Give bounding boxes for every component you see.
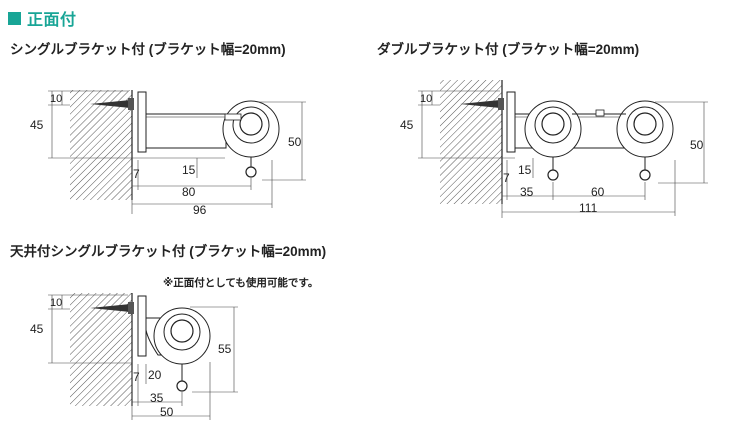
runner-hook-icon — [547, 169, 559, 181]
screw-icon — [460, 98, 504, 110]
single-bracket-title: シングルブラケット付 (ブラケット幅=20mm) — [10, 42, 286, 57]
screw-icon — [90, 98, 134, 110]
dim-label-35: 35 — [520, 185, 534, 199]
dim-label-7: 7 — [503, 171, 510, 185]
dim-label-35: 35 — [150, 391, 164, 405]
section-header: 正面付 — [8, 6, 77, 30]
ceiling-bracket-title: 天井付シングルブラケット付 (ブラケット幅=20mm) — [10, 244, 327, 259]
single-bracket-figure: 10 45 50 15 7 80 96 — [30, 90, 306, 217]
runner-hook-icon — [176, 380, 188, 392]
section-marker-square — [8, 11, 21, 25]
runner-hook-icon — [245, 166, 257, 178]
dim-label-55: 55 — [218, 342, 232, 356]
dim-label-15: 15 — [182, 163, 196, 177]
dim-label-15: 15 — [518, 163, 532, 177]
ceiling-usage-note: ※正面付としても使用可能です。 — [163, 277, 319, 289]
dim-label-7: 7 — [133, 167, 140, 181]
dim-label-10: 10 — [420, 93, 432, 105]
screw-icon — [90, 302, 134, 314]
double-bracket-title: ダブルブラケット付 (ブラケット幅=20mm) — [377, 42, 640, 57]
wall-hatch — [70, 90, 132, 200]
dim-label-50: 50 — [288, 135, 302, 149]
dim-label-111: 111 — [579, 201, 598, 215]
dim-label-50: 50 — [690, 138, 704, 152]
wall-hatch — [440, 80, 502, 204]
dim-label-10: 10 — [50, 93, 62, 105]
runner-hook-icon — [639, 169, 651, 181]
dim-label-60: 60 — [591, 185, 605, 199]
double-bracket-figure: 10 45 50 15 7 35 60 111 — [400, 80, 708, 218]
ceiling-bracket-figure: 10 45 55 7 20 35 50 — [30, 293, 238, 420]
dim-label-10: 10 — [50, 297, 62, 309]
dim-label-45: 45 — [400, 118, 414, 132]
dim-label-7: 7 — [133, 370, 140, 384]
section-title: 正面付 — [27, 12, 77, 29]
dim-label-45: 45 — [30, 118, 44, 132]
dim-label-50: 50 — [160, 405, 174, 419]
wall-hatch — [70, 293, 132, 406]
dim-label-80: 80 — [182, 185, 196, 199]
dim-label-20: 20 — [148, 368, 162, 382]
dim-label-96: 96 — [193, 203, 207, 217]
dim-label-45: 45 — [30, 322, 44, 336]
